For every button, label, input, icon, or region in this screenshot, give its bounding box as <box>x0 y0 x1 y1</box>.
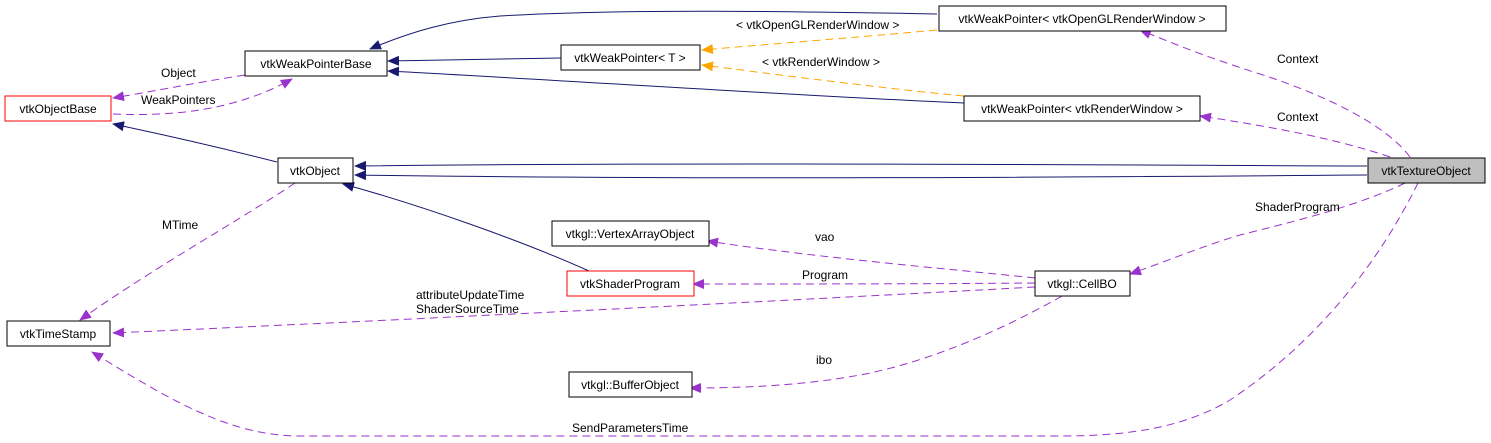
edge-shaderprogram-to-vtkobject <box>342 182 590 272</box>
edge-cellbo-program <box>692 278 1036 289</box>
edge-cellbo-ibo <box>689 295 1063 393</box>
edge-ogl-to-weakpointert <box>701 29 938 55</box>
label-weakpointers: WeakPointers <box>141 93 215 107</box>
label-shader-source-time: ShaderSourceTime <box>416 302 519 316</box>
edge-objectbase-weakpointers <box>112 78 293 116</box>
edge-cellbo-timestamp <box>112 286 1036 338</box>
node-label: vtkWeakPointer< T > <box>574 51 685 65</box>
node-vtktimestamp[interactable]: vtkTimeStamp <box>6 320 111 347</box>
node-vtktextureobject[interactable]: vtkTextureObject <box>1367 157 1486 184</box>
edge-cellbo-vao <box>706 237 1036 279</box>
edge-textureobject-to-vtkobject-1 <box>354 160 1368 171</box>
node-label: vtkWeakPointer< vtkOpenGLRenderWindow > <box>958 12 1205 26</box>
node-vtkweakpointer-renderwindow[interactable]: vtkWeakPointer< vtkRenderWindow > <box>963 95 1201 122</box>
edge-textureobject-context-ogl <box>1139 29 1411 158</box>
node-bufferobject[interactable]: vtkgl::BufferObject <box>568 371 693 398</box>
edge-weakpointert-to-weakpointerbase <box>387 55 562 66</box>
node-label: vtkTextureObject <box>1381 164 1471 178</box>
label-object: Object <box>161 66 196 80</box>
edge-rw-to-weakpointert <box>701 61 965 97</box>
label-attribute-update-time: attributeUpdateTime <box>416 288 525 302</box>
label-context-1: Context <box>1277 52 1319 66</box>
label-ogl-template: < vtkOpenGLRenderWindow > <box>736 18 899 32</box>
node-label: vtkObject <box>290 164 341 178</box>
label-vao: vao <box>815 230 835 244</box>
label-program: Program <box>802 268 848 282</box>
edge-ogl-to-weakpointerbase <box>369 10 938 50</box>
node-vtkobject[interactable]: vtkObject <box>277 157 354 184</box>
node-vertexarrayobject[interactable]: vtkgl::VertexArrayObject <box>551 220 710 247</box>
node-label: vtkgl::BufferObject <box>581 378 679 392</box>
node-label: vtkWeakPointerBase <box>260 57 371 71</box>
label-shaderprogram: ShaderProgram <box>1255 200 1340 214</box>
node-label: vtkTimeStamp <box>20 327 97 341</box>
edge-textureobject-sendparams <box>91 182 1419 437</box>
node-cellbo[interactable]: vtkgl::CellBO <box>1034 270 1131 297</box>
node-vtkshaderprogram[interactable]: vtkShaderProgram <box>566 270 695 297</box>
edge-weakpointerbase-object <box>112 74 246 102</box>
edge-textureobject-to-vtkobject-2 <box>354 170 1368 181</box>
label-context-2: Context <box>1277 110 1319 124</box>
node-vtkweakpointer-t[interactable]: vtkWeakPointer< T > <box>560 44 701 71</box>
edge-rw-to-weakpointerbase <box>387 66 965 104</box>
edge-textureobject-context-rw <box>1199 112 1391 158</box>
edge-vtkobject-mtime <box>79 182 296 321</box>
node-label: vtkgl::CellBO <box>1047 277 1116 291</box>
node-label: vtkObjectBase <box>19 102 97 116</box>
label-rw-template: < vtkRenderWindow > <box>762 55 880 69</box>
edge-vtkobject-to-vtkobjectbase <box>112 121 278 163</box>
label-mtime: MTime <box>162 218 199 232</box>
node-label: vtkgl::VertexArrayObject <box>566 227 695 241</box>
label-ibo: ibo <box>816 353 832 367</box>
node-vtkweakpointerbase[interactable]: vtkWeakPointerBase <box>244 50 388 77</box>
label-send-parameters-time: SendParametersTime <box>572 421 689 435</box>
edge-textureobject-shaderprogram <box>1129 182 1406 276</box>
node-label: vtkShaderProgram <box>580 277 680 291</box>
node-vtkweakpointer-opengl[interactable]: vtkWeakPointer< vtkOpenGLRenderWindow > <box>938 5 1227 32</box>
node-vtkobjectbase[interactable]: vtkObjectBase <box>4 95 112 122</box>
node-label: vtkWeakPointer< vtkRenderWindow > <box>981 102 1183 116</box>
